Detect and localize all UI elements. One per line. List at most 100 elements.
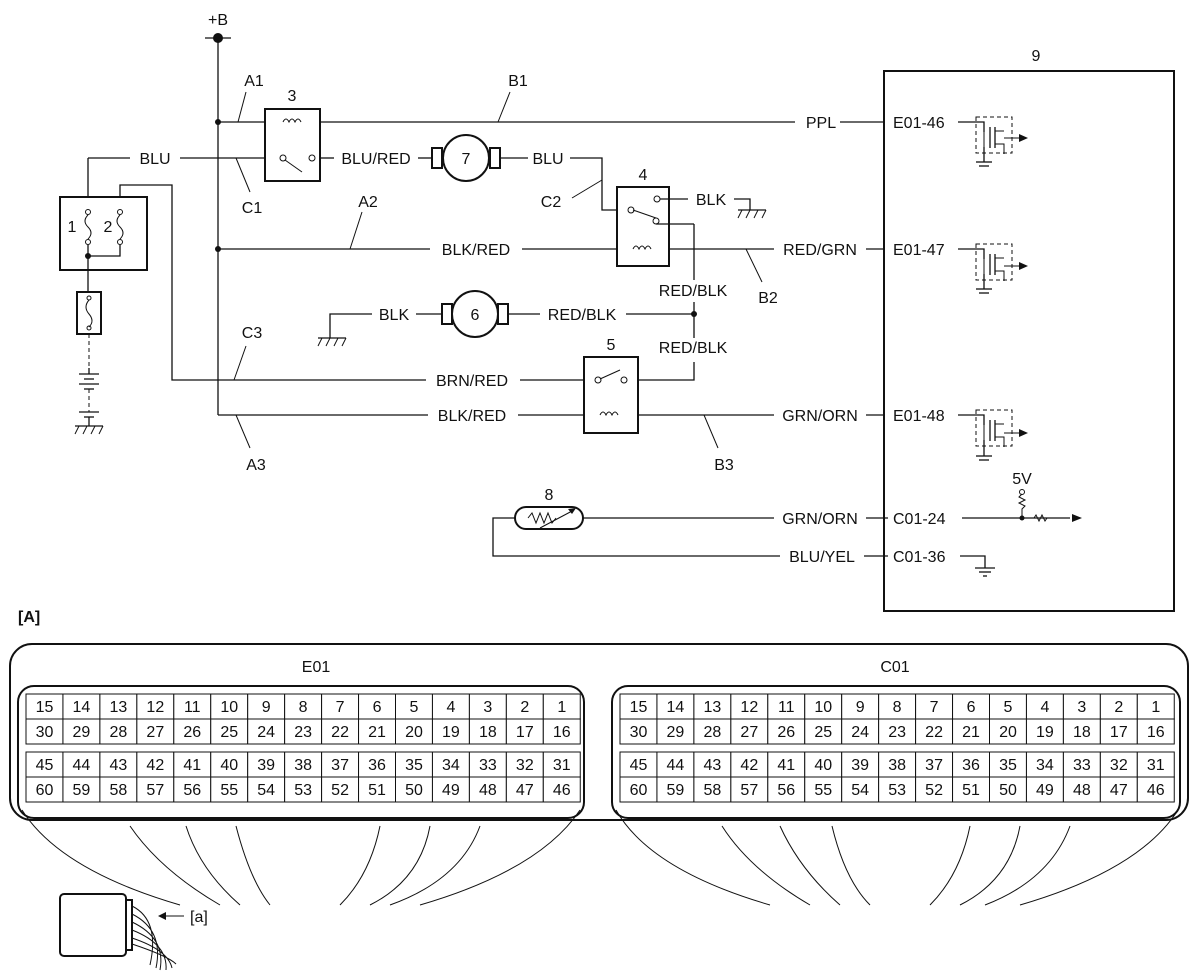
fan-relay-4-box: [616, 186, 670, 267]
point-c1: C1: [242, 200, 263, 217]
connector-pin-cell: [468, 718, 507, 745]
connector-pin-number: 50: [999, 782, 1017, 799]
connector-pin-number: 14: [73, 699, 91, 716]
connector-pin-cell: [767, 718, 806, 745]
connector-pin-number: 5: [1004, 699, 1013, 716]
connector-pin-cell: [878, 776, 917, 803]
ground-symbol-relay-4: [737, 209, 767, 219]
connector-pin-cell: [395, 693, 433, 720]
pressure-switch-assembly: 1 2: [59, 196, 148, 435]
connector-pin-number: 17: [1110, 724, 1128, 741]
ecm: 9 E01-46 E01-47 E01-48 C01-24 C01-36: [883, 48, 1175, 612]
wire-label-ppl: PPL: [806, 115, 836, 132]
connector-pin-cell: [62, 776, 101, 803]
connector-pin-cell: [1099, 751, 1138, 778]
connector-pin-cell: [1136, 693, 1175, 720]
connector-pin-number: 34: [1036, 757, 1054, 774]
connector-view-callout: [A]: [18, 609, 40, 626]
fan-motor-7-callout: 7: [462, 151, 471, 168]
connector-pin-number: 38: [888, 757, 906, 774]
connector-pin-cell: [468, 751, 507, 778]
point-a1: A1: [244, 73, 264, 90]
connector-pin-number: 27: [146, 724, 164, 741]
connector-pin-number: 21: [962, 724, 980, 741]
connector-pin-number: 33: [479, 757, 497, 774]
harness-wires: [21, 809, 1179, 906]
connector-pin-number: 46: [553, 782, 571, 799]
main-relay-callout: 3: [288, 88, 297, 105]
connector-pin-cell: [1136, 776, 1175, 803]
connector-pin-number: 15: [630, 699, 648, 716]
connector-pin-cell: [431, 776, 470, 803]
fuse: [76, 291, 102, 335]
connector-pin-number: 48: [479, 782, 497, 799]
connector-pin-number: 35: [999, 757, 1017, 774]
ground-symbol-motor-6: [317, 337, 347, 347]
connector-pin-cell: [1025, 718, 1064, 745]
connector-pin-cell: [1136, 751, 1175, 778]
wire-label-blu-right: BLU: [532, 151, 563, 168]
connector-pin-cell: [468, 693, 507, 720]
connector-pin-cell: [841, 751, 880, 778]
connector-pin-cell: [247, 776, 286, 803]
connector-pin-number: 24: [851, 724, 869, 741]
wire-label-blk-motor-6: BLK: [379, 307, 410, 324]
connector-pin-number: 7: [336, 699, 345, 716]
wire-label-blu-red: BLU/RED: [341, 151, 410, 168]
battery-symbol: [74, 368, 104, 435]
connector-pin-cell: [693, 751, 732, 778]
connector-pin-number: 13: [109, 699, 127, 716]
switch-pin-2: 2: [104, 219, 113, 236]
connector-pin-number: 29: [667, 724, 685, 741]
connector-pin-cell: [989, 718, 1027, 745]
switch-pin-1: 1: [68, 219, 77, 236]
connector-pin-cell: [767, 693, 806, 720]
connector-pin-cell: [321, 718, 360, 745]
connector-pin-cell: [542, 776, 581, 803]
connector-pin-cell: [1025, 776, 1064, 803]
circuit-c3: BRN/RED C3: [119, 184, 584, 390]
connector-pin-cell: [542, 751, 581, 778]
connector-pin-cell: [358, 751, 396, 778]
connector-pin-cell: [99, 776, 138, 803]
connector-pin-number: 15: [36, 699, 54, 716]
connector-pin-cell: [619, 776, 658, 803]
connector-pin-number: 38: [294, 757, 312, 774]
temperature-sensor-callout: 8: [545, 487, 554, 504]
connector-pin-number: 57: [740, 782, 758, 799]
power-label: +B: [208, 12, 228, 29]
connector-pin-cell: [656, 718, 695, 745]
connector-pin-number: 49: [442, 782, 460, 799]
connector-pin-number: 6: [373, 699, 382, 716]
harness-connector: [59, 893, 127, 957]
point-a2: A2: [358, 194, 378, 211]
wire-label-red-grn: RED/GRN: [783, 242, 857, 259]
connector-pin-cell: [1062, 776, 1101, 803]
ecm-box: [883, 70, 1175, 612]
connector-pin-number: 33: [1073, 757, 1091, 774]
connector-pin-number: 35: [405, 757, 423, 774]
circuit-c1-c2: BLU C1 BLU/RED 7 BLU C2: [87, 134, 620, 217]
connector-pin-number: 1: [557, 699, 566, 716]
connector-pin-cell: [62, 693, 101, 720]
point-b2: B2: [758, 290, 778, 307]
connector-pin-cell: [1099, 776, 1138, 803]
connector-pin-number: 6: [967, 699, 976, 716]
connector-pin-number: 31: [1147, 757, 1165, 774]
connector-pin-number: 52: [925, 782, 943, 799]
point-a3: A3: [246, 457, 266, 474]
connector-pin-number: 18: [479, 724, 497, 741]
connector-pin-number: 42: [146, 757, 164, 774]
connector-pin-number: 19: [442, 724, 460, 741]
connector-pin-number: 47: [516, 782, 534, 799]
connector-pin-number: 60: [630, 782, 648, 799]
connector-pin-number: 23: [888, 724, 906, 741]
wire-label-blk-ground-4: BLK: [696, 192, 727, 209]
connector-pin-number: 44: [73, 757, 91, 774]
ecm-callout: 9: [1032, 48, 1041, 65]
harness-callout: [a]: [190, 909, 208, 926]
connector-pin-cell: [915, 718, 954, 745]
connector-pin-cell: [841, 693, 880, 720]
driver-transistor-1: [958, 116, 1028, 167]
circuit-a2-b2: BLK/RED RED/GRN A2 B2: [218, 194, 888, 307]
